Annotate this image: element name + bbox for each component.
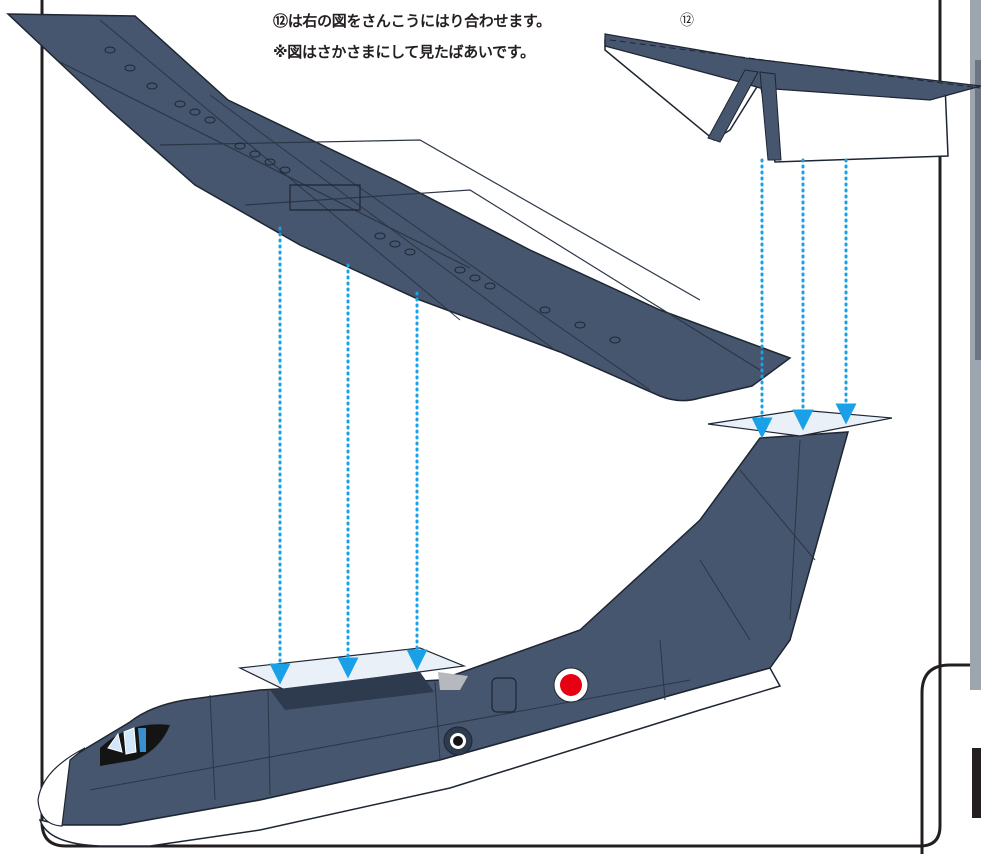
right-edge-block [972, 748, 981, 818]
part-number-label: ⑫ [680, 13, 694, 29]
page-frame [40, 0, 942, 848]
tail-glue-tab [707, 409, 893, 437]
tailplane-part-12 [604, 33, 981, 163]
next-panel-frame [920, 663, 981, 854]
fuselage [37, 431, 850, 847]
main-wing [6, 13, 792, 402]
guide-arrows [269, 158, 857, 685]
instruction-line-2: ※図はさかさまにして見たばあいです。 [273, 43, 535, 61]
instruction-line-1: ⑫は右の図をさんこうにはり合わせます。 [273, 12, 551, 30]
right-edge-strip-inner [975, 60, 981, 360]
